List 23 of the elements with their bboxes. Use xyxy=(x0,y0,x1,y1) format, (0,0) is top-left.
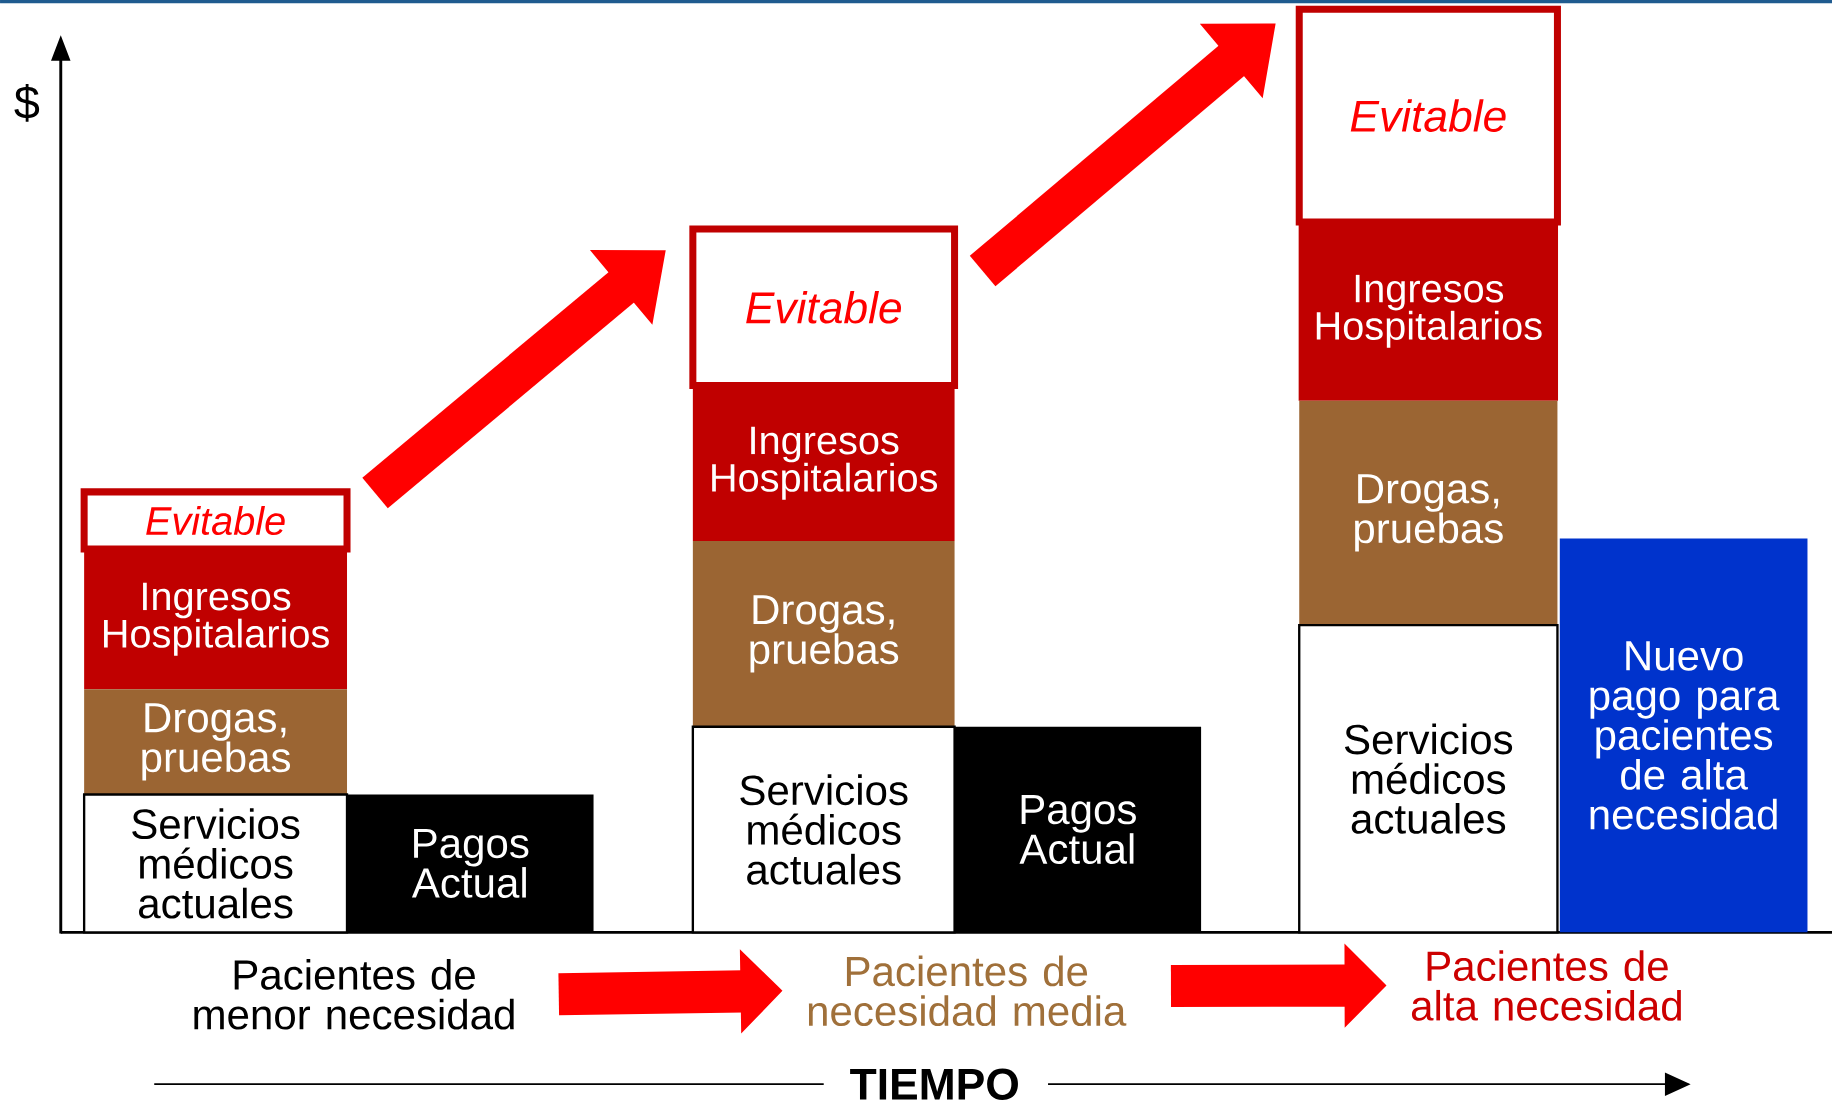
node-label: Ingresos Hospitalarios xyxy=(712,426,938,500)
cost-segment: Drogas, pruebas xyxy=(1299,400,1558,625)
cost-segment: Drogas, pruebas xyxy=(692,540,955,727)
avoidable-segment: Evitable xyxy=(1295,5,1561,226)
cost-segment: Servicios médicos actuales xyxy=(82,793,349,934)
payment-box: Nuevo pago para pacientes de alta necesidad xyxy=(1559,538,1808,933)
node-label: Ingresos Hospitalarios xyxy=(1316,274,1542,348)
payment-box: Pagos Actual xyxy=(954,726,1202,933)
cost-segment: Drogas, pruebas xyxy=(84,689,347,795)
avoidable-segment: Evitable xyxy=(689,225,959,389)
payment-box: Pagos Actual xyxy=(347,794,594,933)
patient-group-label: Pacientes de alta necesidad xyxy=(1411,950,1681,1021)
avoidable-segment: Evitable xyxy=(80,488,351,553)
patient-group-label: Pacientes de menor necesidad xyxy=(194,958,514,1030)
cost-segment: Servicios médicos actuales xyxy=(691,725,956,934)
cost-segment: Ingresos Hospitalarios xyxy=(1298,221,1559,401)
cost-segment: Servicios médicos actuales xyxy=(1298,623,1559,934)
axis-label: TIEMPO xyxy=(850,1068,1018,1100)
cost-segment: Ingresos Hospitalarios xyxy=(84,549,347,690)
node-label: Ingresos Hospitalarios xyxy=(104,582,329,656)
axis-label: $ xyxy=(14,83,40,122)
patient-group-label: Pacientes de necesidad media xyxy=(808,955,1127,1026)
cost-segment: Ingresos Hospitalarios xyxy=(692,385,955,541)
